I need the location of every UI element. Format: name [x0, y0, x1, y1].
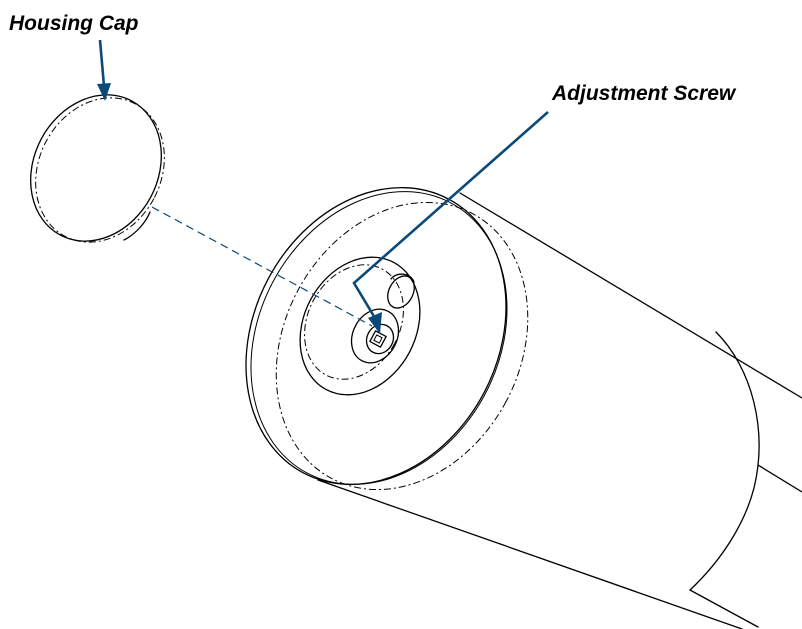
housing-cap-arrowhead	[97, 83, 111, 101]
adjustment-screw	[365, 323, 395, 355]
housing-cap-leader	[97, 39, 111, 101]
housing-cap	[30, 94, 165, 243]
side-hole	[387, 273, 415, 309]
adjustment-screw-label: Adjustment Screw	[551, 82, 737, 105]
center-boss	[299, 256, 421, 396]
adjustment-screw-arrowhead	[368, 312, 382, 334]
housing-cap-label: Housing Cap	[9, 12, 139, 35]
cylinder-housing	[317, 192, 802, 629]
explode-axis-line	[151, 206, 373, 327]
adjustment-screw-leader	[352, 111, 549, 334]
